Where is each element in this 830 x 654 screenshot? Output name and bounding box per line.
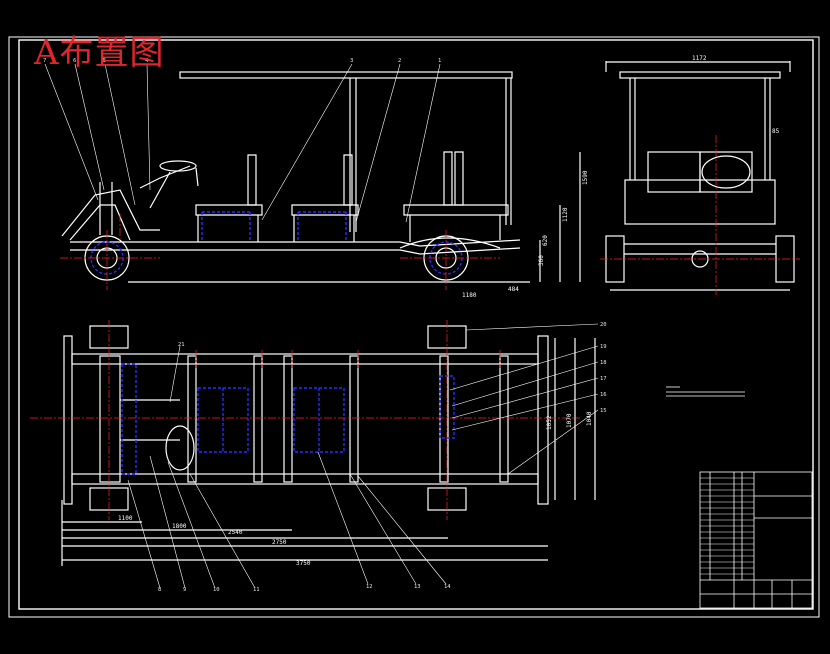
front-centerlines (600, 135, 800, 295)
dimension-label: 360 (538, 255, 545, 266)
plan-dimensions: 1100 1800 2540 2750 3750 1052 1070 1040 (118, 411, 593, 567)
frame-rail-bottom (70, 247, 521, 255)
outer-frame (8, 36, 820, 618)
callout-label: 6 (73, 58, 76, 64)
dimension-label: 1040 (586, 411, 593, 426)
steering-wheel-side (159, 160, 197, 172)
side-centerlines (60, 214, 500, 290)
callout-label: 12 (366, 584, 373, 590)
dimension-label: 2540 (228, 529, 243, 536)
plan-view (61, 325, 596, 566)
dimension-label: 1590 (582, 170, 589, 185)
roof (179, 71, 513, 79)
dimension-label: 1120 (562, 207, 569, 222)
front-roof (619, 71, 781, 79)
plan-hidden (121, 363, 455, 475)
dimension-label: 620 (542, 235, 549, 246)
callout-label: 2 (398, 58, 401, 64)
callout-label: 3 (350, 58, 353, 64)
drawing-title: A布置图 (34, 33, 165, 73)
dimension-label: 1100 (118, 515, 133, 522)
note-block (666, 386, 745, 397)
callout-label: 16 (600, 392, 607, 398)
side-leaders (44, 63, 441, 223)
dimension-label: 2750 (272, 539, 287, 546)
dimension-label: 484 (508, 286, 519, 293)
callout-label: 5 (103, 58, 106, 64)
dimension-label: 85 (772, 128, 780, 135)
callout-label: 15 (600, 408, 607, 414)
front-view (605, 61, 795, 291)
side-view (61, 71, 581, 283)
callout-label: 11 (253, 587, 260, 593)
callout-label: 21 (178, 342, 185, 348)
callout-label: 7 (43, 58, 46, 64)
dimension-label: 1800 (172, 523, 187, 530)
callout-label: 1 (438, 58, 441, 64)
dimension-label: 1180 (462, 292, 477, 299)
dimension-label: 3750 (296, 560, 311, 567)
callout-label: 20 (600, 322, 607, 328)
seat-2 (291, 154, 359, 242)
steering-wheel-front (701, 155, 751, 189)
title-block (699, 471, 813, 609)
seat-1 (195, 154, 263, 242)
dimension-label: 1172 (692, 55, 707, 62)
dimension-label: 1052 (546, 415, 553, 430)
callout-label: 10 (213, 587, 220, 593)
callout-label: 17 (600, 376, 607, 382)
callout-label: 4 (145, 58, 149, 64)
inner-frame (18, 39, 814, 610)
plan-rail-top (71, 353, 539, 365)
dimension-label: 1070 (566, 413, 573, 428)
callout-label: 9 (183, 587, 186, 593)
seat-3 (403, 151, 509, 242)
callout-label: 18 (600, 360, 607, 366)
plan-leaders (127, 323, 599, 589)
plan-callouts: 20 19 18 17 16 15 21 8 9 10 11 12 13 14 (158, 322, 607, 593)
front-dimensions: 1172 85 (692, 55, 780, 135)
steering-wheel-plan (165, 425, 195, 471)
side-callouts: 7 6 5 4 3 2 1 (43, 58, 441, 64)
callout-label: 14 (444, 584, 451, 590)
callout-label: 19 (600, 344, 607, 350)
plan-rail-bottom (71, 473, 539, 485)
callout-label: 8 (158, 587, 161, 593)
plan-centerlines (30, 320, 580, 520)
side-dimensions: 1590 1120 620 360 1180 484 (462, 170, 589, 299)
title-block-rows (700, 477, 754, 575)
callout-label: 13 (414, 584, 421, 590)
